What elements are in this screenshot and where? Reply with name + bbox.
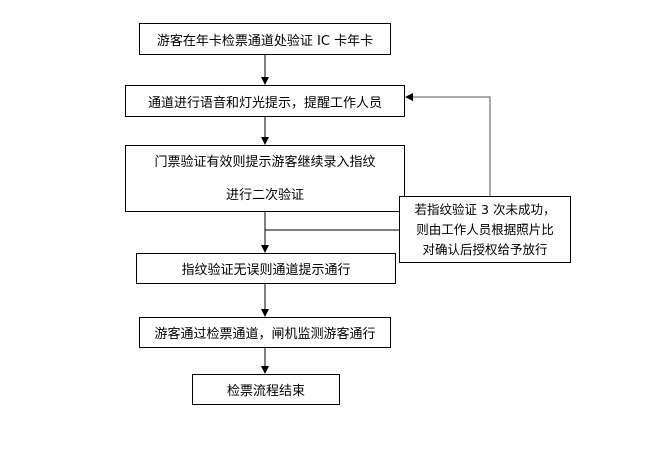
failure-line1: 若指纹验证 3 次未成功，: [414, 201, 556, 217]
failure-line2: 则由工作人员根据照片比: [416, 221, 554, 237]
step-flow-end: 检票流程结束: [192, 374, 340, 405]
step-flow-end-label: 检票流程结束: [226, 384, 305, 399]
step-alert-staff: 通道进行语音和灯光提示，提醒工作人员: [125, 85, 405, 117]
step-pass-gate-label: 游客通过检票通道，闸机监测游客通行: [154, 327, 376, 342]
step-verify-ic-card: 游客在年卡检票通道处验证 IC 卡年卡: [139, 23, 391, 55]
step-pass-gate-monitor: 游客通过检票通道，闸机监测游客通行: [139, 317, 391, 348]
failure-manual-authorization-box: 若指纹验证 3 次未成功， 则由工作人员根据照片比 对确认后授权给予放行: [399, 196, 571, 263]
failure-line3: 对确认后授权给予放行: [422, 241, 548, 257]
step-verify-ic-card-label: 游客在年卡检票通道处验证 IC 卡年卡: [156, 33, 374, 49]
step-fingerprint-second-verify: 门票验证有效则提示游客继续录入指纹 进行二次验证: [125, 145, 405, 212]
feedback-arrow-to-step2: [405, 93, 491, 196]
step-fingerprint-line1: 门票验证有效则提示游客继续录入指纹: [154, 154, 376, 170]
step-fingerprint-ok-label: 指纹验证无误则通道提示通行: [181, 263, 351, 278]
step-fingerprint-line2: 进行二次验证: [225, 187, 304, 203]
step-alert-staff-label: 通道进行语音和灯光提示，提醒工作人员: [147, 95, 382, 111]
step-fingerprint-ok-pass: 指纹验证无误则通道提示通行: [136, 253, 396, 284]
